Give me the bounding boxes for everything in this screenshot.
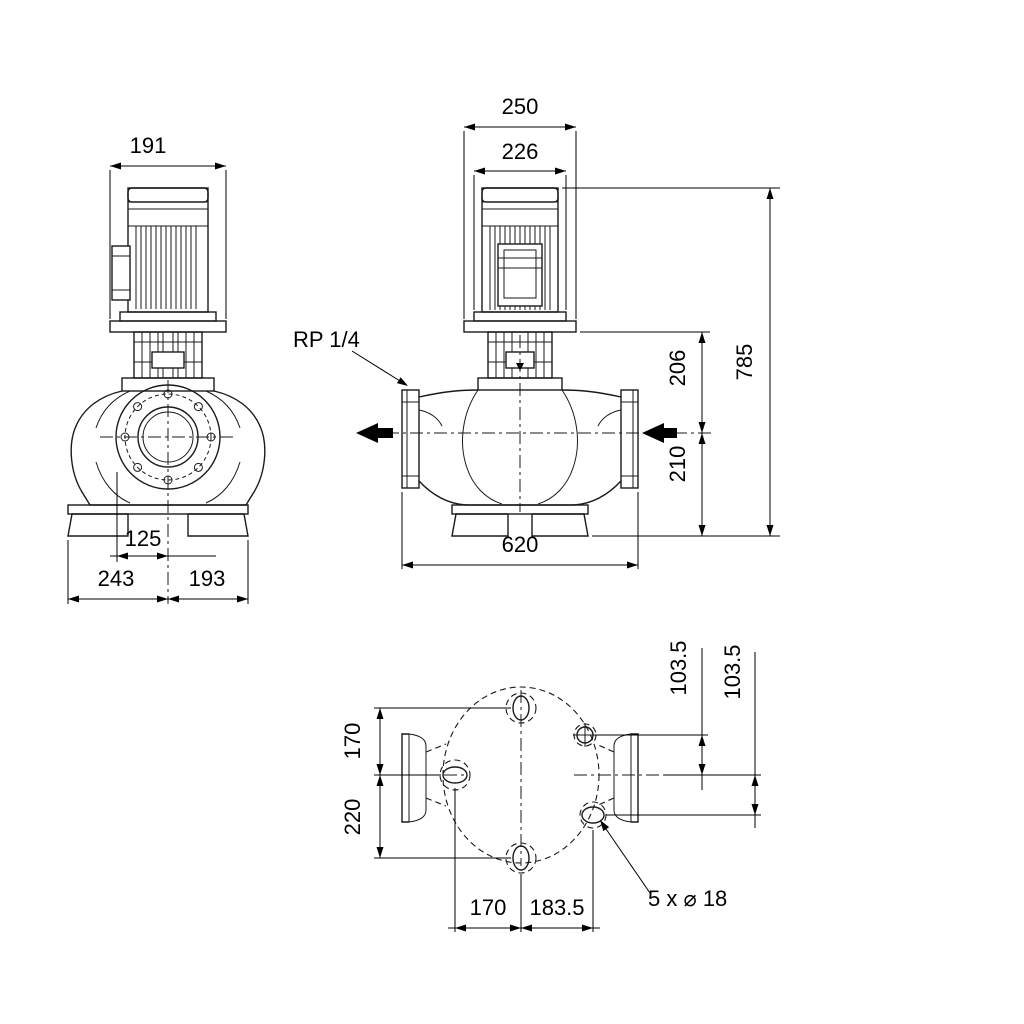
dim-center-to-stool: 206 — [580, 331, 710, 433]
flow-arrow-in — [642, 423, 677, 443]
dim-label-210: 210 — [665, 446, 690, 483]
motor-flange-plate — [473, 311, 567, 322]
holes-callout: 5 x ⌀ 18 — [600, 820, 727, 911]
motor-cap — [481, 187, 559, 203]
plan-left-flange — [401, 733, 427, 823]
dim-label-220: 220 — [340, 799, 365, 836]
dim-motor-width: 191 — [109, 133, 227, 319]
dim-label-206: 206 — [665, 350, 690, 387]
tapping-callout: RP 1/4 — [293, 327, 408, 386]
side-view: 191 125 243 193 — [67, 133, 266, 604]
dim-port-offset: 125 — [110, 472, 216, 562]
dim-stool-width: 250 — [463, 94, 577, 319]
dim-hole-vertical-offsets: 170 220 — [340, 707, 511, 859]
plan-casing-outline — [425, 686, 615, 874]
shaft-seal — [151, 351, 185, 369]
terminal-box — [111, 245, 131, 301]
dim-center-to-base: 210 — [665, 433, 706, 536]
dim-label-191: 191 — [130, 133, 167, 158]
front-view: RP 1/4 250 226 785 — [293, 94, 780, 569]
plan-view: 170 220 103.5 103.5 170 — [340, 640, 761, 932]
dim-label-103-5-upper: 103.5 — [666, 640, 691, 695]
dim-label-243: 243 — [98, 566, 135, 591]
side-motor — [111, 187, 209, 313]
dim-label-170-bottom: 170 — [470, 895, 507, 920]
side-base — [67, 504, 249, 537]
dim-flange-width: 226 — [473, 139, 567, 310]
dim-hole-right-offsets: 103.5 103.5 — [595, 640, 761, 828]
side-lantern — [133, 331, 203, 379]
discharge-flange — [620, 389, 639, 489]
dim-label-250: 250 — [502, 94, 539, 119]
motor-flange-plate — [119, 311, 217, 322]
flow-arrow-out — [356, 423, 393, 443]
plan-bolt-holes — [442, 695, 605, 871]
terminal-box — [497, 243, 543, 307]
holes-note-label: 5 x ⌀ 18 — [648, 886, 727, 911]
tapping-label: RP 1/4 — [293, 327, 360, 352]
hole-left — [442, 766, 468, 784]
stool-plate — [463, 320, 577, 333]
dim-total-height: 785 — [562, 187, 780, 537]
dim-label-103-5-lower: 103.5 — [720, 644, 745, 699]
dim-label-620: 620 — [502, 532, 539, 557]
plan-right-flange — [613, 733, 639, 823]
motor-fins — [135, 226, 197, 309]
stool-plate — [109, 320, 227, 333]
dim-base-split: 243 193 — [67, 540, 249, 604]
dim-hole-horizontal-offsets: 170 183.5 — [448, 788, 600, 932]
dim-label-193: 193 — [189, 566, 226, 591]
front-motor — [481, 187, 559, 313]
dim-label-226: 226 — [502, 139, 539, 164]
motor-cap — [127, 187, 209, 203]
suction-flange — [401, 389, 420, 489]
dim-overall-length: 620 — [401, 492, 639, 569]
dim-label-785: 785 — [732, 344, 757, 381]
dim-label-183-5: 183.5 — [529, 895, 584, 920]
dim-label-125: 125 — [125, 526, 162, 551]
hole-right-lower — [581, 806, 605, 824]
dim-label-170-top: 170 — [340, 723, 365, 760]
